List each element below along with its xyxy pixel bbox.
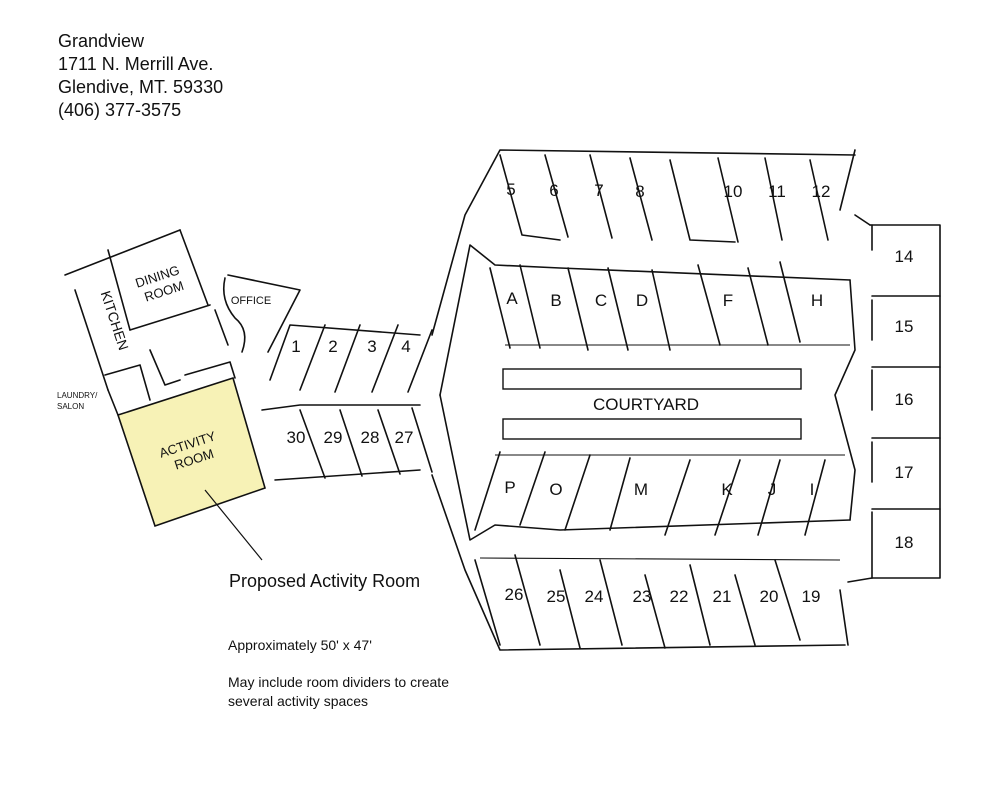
unit-2-label[interactable]: 2: [328, 337, 337, 356]
unit-a-label[interactable]: A: [506, 289, 518, 308]
unit-24-label[interactable]: 24: [585, 587, 604, 606]
unit-22-label[interactable]: 22: [670, 587, 689, 606]
unit-i-label[interactable]: I: [810, 480, 815, 499]
callout-title: Proposed Activity Room: [229, 571, 421, 591]
facility-name: Grandview: [58, 31, 145, 51]
unit-26-label[interactable]: 26: [505, 585, 524, 604]
unit-p-label[interactable]: P: [504, 478, 515, 497]
callout-note: May include room dividers to create seve…: [228, 674, 449, 709]
facility-phone: (406) 377-3575: [58, 100, 182, 120]
unit-12-label[interactable]: 12: [812, 182, 831, 201]
courtyard-label: COURTYARD: [593, 395, 699, 414]
unit-11-label[interactable]: 11: [768, 182, 786, 201]
west-building-walls: [64, 229, 236, 416]
unit-10-label[interactable]: 10: [724, 182, 743, 201]
unit-25-label[interactable]: 25: [547, 587, 566, 606]
unit-21-label[interactable]: 21: [713, 587, 732, 606]
office-label: OFFICE: [231, 295, 271, 307]
central-corridor-walls: [431, 149, 856, 651]
unit-d-label[interactable]: D: [636, 291, 648, 310]
unit-h-label[interactable]: H: [811, 291, 823, 310]
unit-6-label[interactable]: 6: [549, 181, 558, 200]
unit-5-label[interactable]: 5: [506, 180, 515, 199]
courtyard-planter-top: [502, 368, 802, 390]
unit-19-label[interactable]: 19: [802, 587, 821, 606]
unit-16-label[interactable]: 16: [895, 390, 914, 409]
unit-m-label[interactable]: M: [634, 480, 648, 499]
facility-address: 1711 N. Merrill Ave.: [58, 54, 214, 74]
courtyard-planter-bottom: [502, 418, 802, 440]
unit-c-label[interactable]: C: [595, 291, 607, 310]
unit-18-label[interactable]: 18: [895, 533, 914, 552]
activity-room-label: ACTIVITY ROOM: [157, 427, 225, 476]
unit-3-label[interactable]: 3: [367, 337, 376, 356]
west-wing-walls: [261, 324, 433, 481]
north-inner-dividers: [489, 261, 850, 351]
unit-f-label[interactable]: F: [723, 291, 733, 310]
unit-28-label[interactable]: 28: [361, 428, 380, 447]
unit-30-label[interactable]: 30: [287, 428, 306, 447]
unit-1-label[interactable]: 1: [291, 337, 300, 356]
unit-27-label[interactable]: 27: [395, 428, 414, 447]
unit-15-label[interactable]: 15: [895, 317, 914, 336]
callout-size: Approximately 50' x 47': [228, 637, 372, 653]
unit-b-label[interactable]: B: [550, 291, 561, 310]
activity-room[interactable]: [116, 376, 266, 528]
east-wing-walls: [847, 214, 941, 583]
facility-header: Grandview 1711 N. Merrill Ave. Glendive,…: [58, 30, 223, 122]
unit-4-label[interactable]: 4: [401, 337, 410, 356]
callout-leader-line: [204, 489, 263, 561]
laundry-salon-label: LAUNDRY/ SALON: [57, 391, 100, 411]
unit-k-label[interactable]: K: [721, 480, 733, 499]
north-outer-dividers: [499, 154, 829, 243]
unit-o-label[interactable]: O: [549, 480, 562, 499]
facility-city: Glendive, MT. 59330: [58, 77, 224, 97]
unit-17-label[interactable]: 17: [895, 463, 914, 482]
south-outer-dividers: [474, 554, 841, 649]
unit-20-label[interactable]: 20: [760, 587, 779, 606]
unit-29-label[interactable]: 29: [324, 428, 343, 447]
south-inner-dividers: [474, 451, 845, 536]
office-walls: [222, 274, 301, 353]
unit-7-label[interactable]: 7: [594, 181, 603, 200]
dining-room-label: DINING ROOM: [133, 261, 189, 306]
unit-14-label[interactable]: 14: [895, 247, 914, 266]
unit-8-label[interactable]: 8: [635, 182, 644, 201]
unit-23-label[interactable]: 23: [633, 587, 652, 606]
unit-j-label[interactable]: J: [768, 480, 777, 499]
